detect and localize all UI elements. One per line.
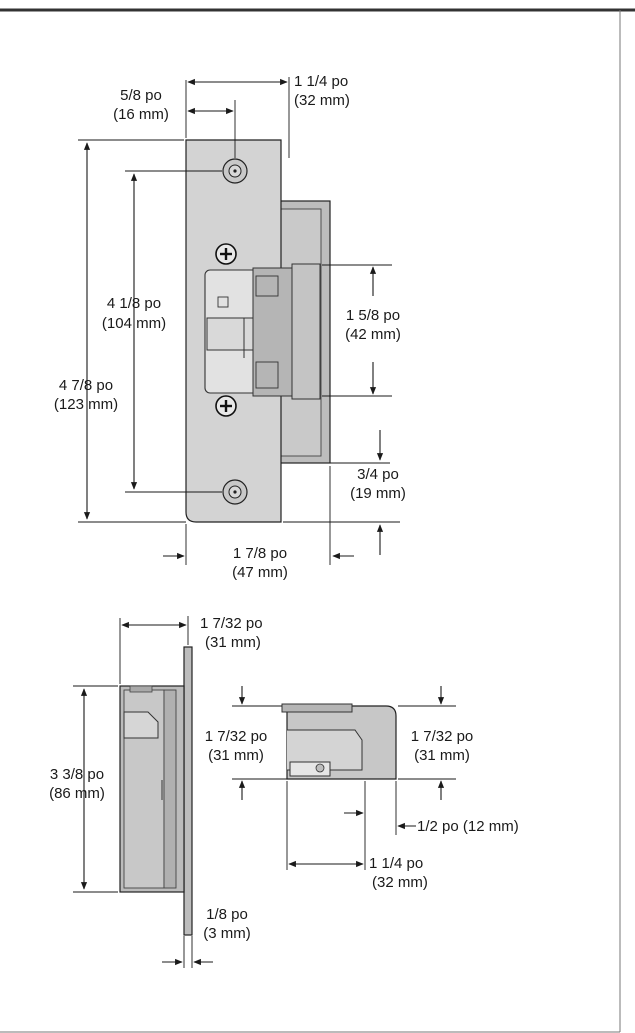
hole-offset-frac: 5/8 po bbox=[120, 87, 162, 104]
latch-tab bbox=[217, 296, 229, 308]
top-keeper bbox=[287, 729, 363, 771]
body-offset-metric: (19 mm) bbox=[350, 485, 406, 502]
side-view: 1 7/32 po (31 mm) 3 3/8 po (86 mm) 1/8 p… bbox=[49, 615, 263, 968]
plate-height-frac: 4 7/8 po bbox=[59, 377, 113, 394]
side-depth-metric: (31 mm) bbox=[205, 634, 261, 651]
width-top-frac: 1 1/4 po bbox=[294, 73, 348, 90]
top-body-flange bbox=[281, 703, 353, 713]
overall-width-frac: 1 7/8 po bbox=[233, 545, 287, 562]
top-length-metric: (32 mm) bbox=[372, 874, 428, 891]
hole-spacing-metric: (104 mm) bbox=[102, 315, 166, 332]
top-right-frac: 1 7/32 po bbox=[411, 728, 474, 745]
thickness-metric: (3 mm) bbox=[203, 925, 251, 942]
keeper-detail-2 bbox=[255, 361, 279, 389]
latch-bolt bbox=[206, 317, 254, 351]
side-height-frac: 3 3/8 po bbox=[50, 766, 104, 783]
hole-offset-metric: (16 mm) bbox=[113, 106, 169, 123]
top-view: 1 7/32 po (31 mm) 1 7/32 po (31 mm) 1/2 … bbox=[205, 686, 519, 891]
body-offset-frac: 3/4 po bbox=[357, 466, 399, 483]
side-height-metric: (86 mm) bbox=[49, 785, 105, 802]
keeper-height-frac: 1 5/8 po bbox=[346, 307, 400, 324]
side-body-rail bbox=[163, 689, 177, 889]
side-depth-frac: 1 7/32 po bbox=[200, 615, 263, 632]
top-screw-icon bbox=[215, 243, 237, 265]
side-face-plate bbox=[183, 646, 193, 936]
bottom-hole-icon bbox=[222, 479, 248, 505]
keeper-height-metric: (42 mm) bbox=[345, 326, 401, 343]
top-length-frac: 1 1/4 po bbox=[369, 855, 423, 872]
overall-width-metric: (47 mm) bbox=[232, 564, 288, 581]
keeper-lip bbox=[291, 263, 321, 400]
thickness-frac: 1/8 po bbox=[206, 906, 248, 923]
side-body-tab bbox=[129, 685, 153, 693]
plate-height-metric: (123 mm) bbox=[54, 396, 118, 413]
top-latch-pin bbox=[315, 763, 325, 773]
bottom-screw-icon bbox=[215, 395, 237, 417]
top-right-metric: (31 mm) bbox=[414, 747, 470, 764]
front-view: 1 1/4 po (32 mm) 5/8 po (16 mm) 4 1/8 po… bbox=[54, 73, 406, 581]
keeper-detail-1 bbox=[255, 275, 279, 297]
lip-dimension: 1/2 po (12 mm) bbox=[417, 818, 519, 835]
top-left-frac: 1 7/32 po bbox=[205, 728, 268, 745]
hole-spacing-frac: 4 1/8 po bbox=[107, 295, 161, 312]
width-top-metric: (32 mm) bbox=[294, 92, 350, 109]
top-hole-icon bbox=[222, 158, 248, 184]
side-keeper bbox=[123, 711, 159, 739]
top-left-metric: (31 mm) bbox=[208, 747, 264, 764]
